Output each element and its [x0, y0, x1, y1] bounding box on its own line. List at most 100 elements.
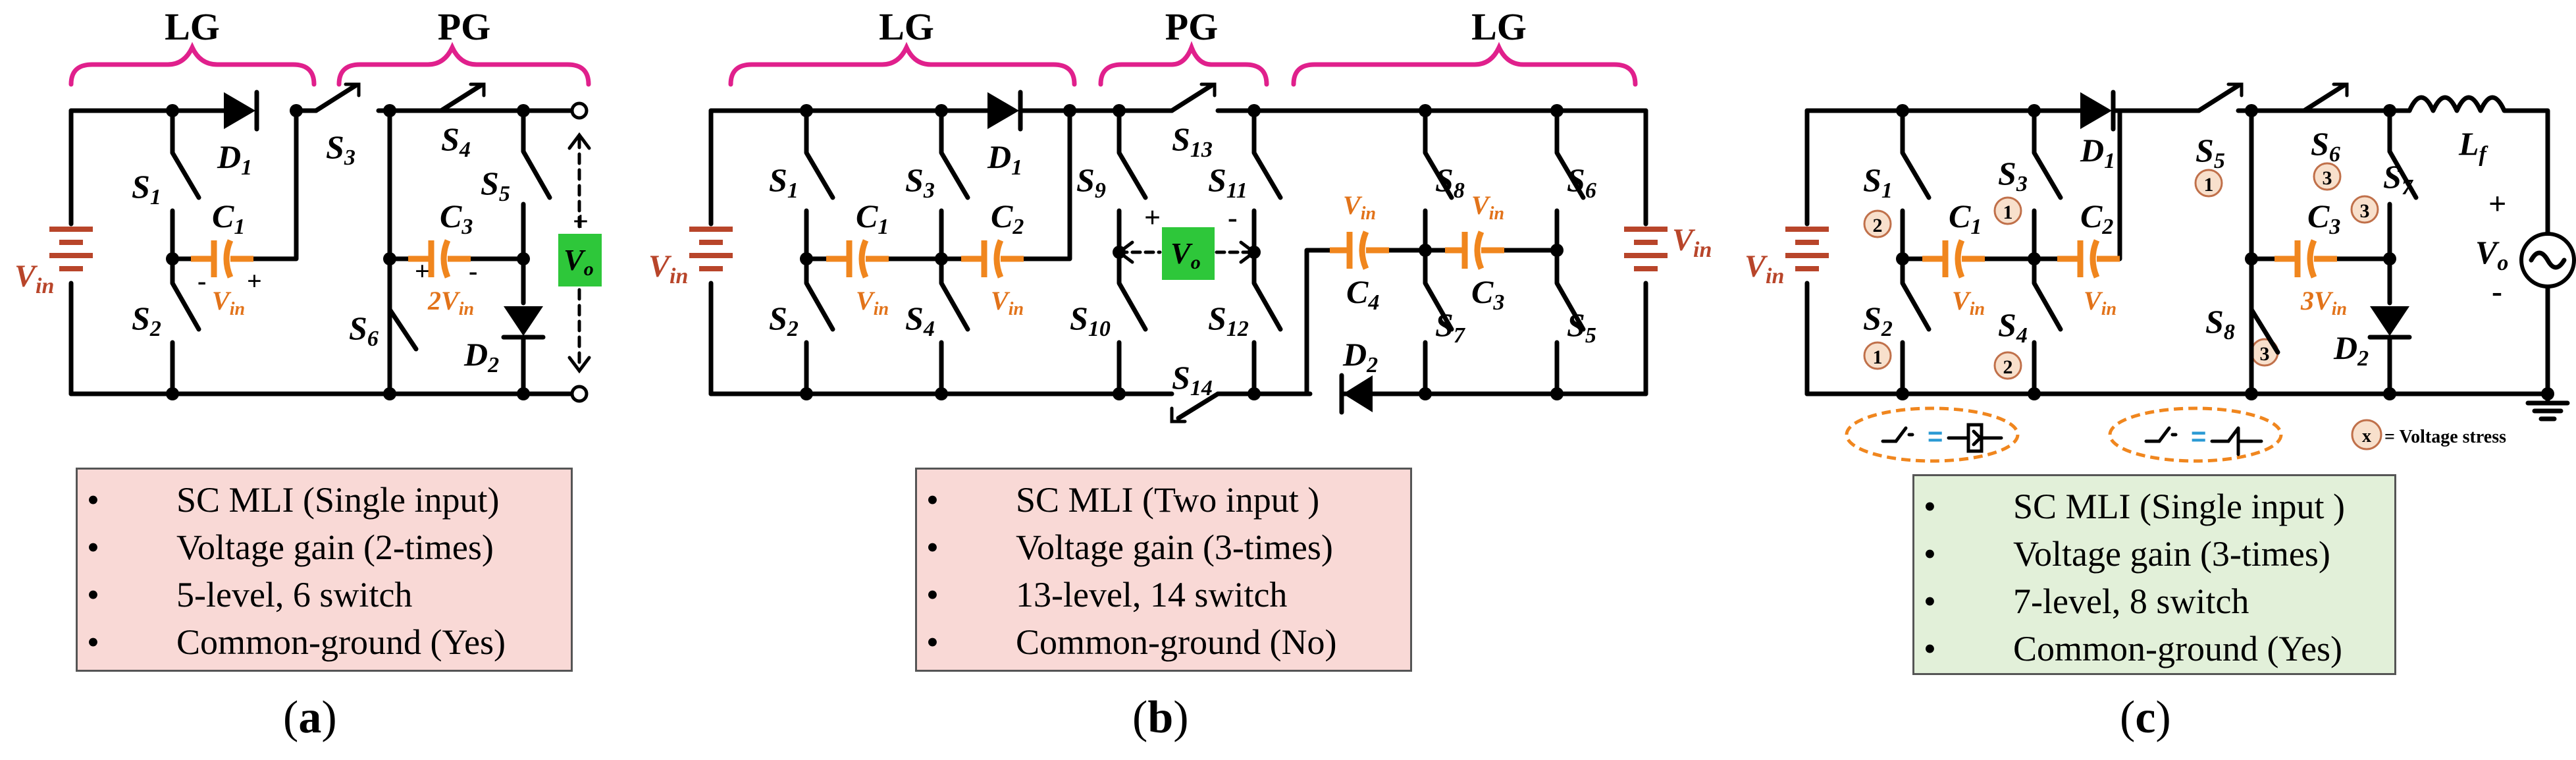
svg-text:-: -: [197, 266, 206, 296]
stress-circles-c: 2 1 1 2 1 3 3 3: [1863, 162, 2379, 380]
lf-label-c: Lf: [2458, 125, 2489, 167]
svg-text:=: =: [2191, 422, 2206, 451]
caption-b: (b): [1132, 692, 1189, 743]
lg-brace-b1: [728, 41, 1077, 87]
switch-legend-2: [2108, 406, 2283, 463]
pg-brace-a: [336, 41, 591, 87]
svg-text:S3: S3: [1998, 155, 2028, 196]
svg-text:D1: D1: [987, 138, 1022, 180]
vo-box-b: [1162, 227, 1215, 280]
features-list-c: SC MLI (Single input ) Voltage gain (3-t…: [1914, 476, 2394, 672]
switch-legend-1: [1845, 406, 2020, 463]
svg-text:=: =: [1928, 422, 1943, 451]
svg-text:C4: C4: [1346, 273, 1379, 315]
svg-text:C2: C2: [991, 198, 1024, 239]
feature-item: Common-ground (Yes): [78, 618, 571, 666]
battery-b-left: [689, 227, 733, 271]
svg-text:S1: S1: [769, 161, 799, 203]
svg-text:1: 1: [1873, 346, 1883, 368]
svg-text:+: +: [247, 266, 262, 296]
battery-c: [1785, 227, 1829, 271]
svg-text:S9: S9: [1076, 161, 1106, 203]
feature-item: 5-level, 6 switch: [78, 571, 571, 618]
svg-text:S11: S11: [1208, 161, 1248, 203]
svg-text:D2: D2: [2333, 329, 2369, 371]
svg-text:S7: S7: [1435, 306, 1466, 348]
panel-b-circuit: LG PG LG Vin Vin S1 S2 S3 S4 C1: [648, 5, 1712, 423]
svg-text:S6: S6: [1567, 161, 1596, 203]
svg-text:C3: C3: [1471, 273, 1504, 315]
svg-text:3: 3: [2360, 200, 2370, 222]
s6-a: [387, 307, 419, 352]
feature-item: Common-ground (No): [917, 618, 1410, 666]
panel-a-circuit: LG PG Vin S1 S2 C1 - + Vin D1: [14, 5, 602, 403]
svg-text:-: -: [1228, 202, 1238, 234]
c3-label-a: C3: [440, 198, 473, 239]
s3-label-a: S3: [326, 128, 355, 170]
vo-label-c: Vo: [2475, 234, 2508, 275]
svg-text:Vin: Vin: [1952, 286, 1985, 319]
svg-text:S4: S4: [905, 300, 935, 341]
feature-item: Voltage gain (2-times): [78, 524, 571, 571]
s2-label-a: S2: [132, 300, 161, 341]
s4-label-a: S4: [441, 121, 471, 162]
svg-text:S5: S5: [1567, 306, 1596, 348]
lg-label-b2: LG: [1471, 5, 1527, 48]
c1-label-a: C1: [212, 198, 245, 239]
feature-item: SC MLI (Two input ): [917, 476, 1410, 524]
svg-text:S5: S5: [2195, 132, 2225, 173]
lg-brace-a: [68, 41, 317, 87]
lg-brace-b2: [1291, 41, 1638, 87]
pg-brace-b: [1098, 41, 1269, 87]
svg-text:+: +: [1144, 202, 1161, 234]
d1-a: [224, 90, 259, 132]
stress-legend-text: = Voltage stress: [2384, 427, 2506, 447]
svg-text:S12: S12: [1208, 300, 1249, 341]
svg-text:Vin: Vin: [2084, 286, 2116, 319]
svg-text:S13: S13: [1172, 121, 1213, 162]
features-list-b: SC MLI (Two input ) Voltage gain (3-time…: [917, 470, 1410, 666]
vo-box-a: [558, 234, 602, 286]
lg-label-a: LG: [165, 5, 220, 48]
feature-item: 7-level, 8 switch: [1914, 578, 2394, 625]
inductor-c: [2407, 95, 2511, 113]
feature-item: Common-ground (Yes): [1914, 625, 2394, 672]
battery-b-right: [1624, 227, 1668, 271]
svg-text:3: 3: [2260, 343, 2270, 365]
vin-label-b-right: Vin: [1672, 223, 1712, 262]
svg-text:S8: S8: [1435, 161, 1465, 203]
feature-item: SC MLI (Single input): [78, 476, 571, 524]
svg-text:+: +: [415, 256, 430, 286]
svg-text:+: +: [2488, 186, 2506, 221]
svg-text:Vo: Vo: [1170, 236, 1201, 273]
svg-text:S7: S7: [2383, 158, 2414, 200]
svg-text:S14: S14: [1172, 359, 1213, 400]
svg-text:D1: D1: [2080, 132, 2115, 173]
s1-a-wire: [170, 108, 201, 396]
svg-text:S10: S10: [1070, 300, 1111, 341]
c1-v-a: Vin: [212, 286, 245, 319]
feature-item: 13-level, 14 switch: [917, 571, 1410, 618]
svg-text:1: 1: [2204, 174, 2214, 196]
svg-text:Vin: Vin: [856, 286, 889, 319]
svg-text:S3: S3: [905, 161, 935, 203]
c3-v-c: 3Vin: [2300, 286, 2347, 319]
battery-a: [49, 227, 93, 271]
s4-a: [438, 83, 483, 113]
vo-label-a: Vo: [564, 243, 594, 280]
s5-label-a: S5: [481, 165, 510, 206]
svg-text:C3: C3: [2307, 198, 2340, 239]
pg-label-a: PG: [438, 5, 491, 48]
svg-text:C2: C2: [2080, 198, 2113, 239]
svg-text:S4: S4: [1998, 306, 2028, 348]
features-box-c: SC MLI (Single input ) Voltage gain (3-t…: [1912, 474, 2396, 675]
svg-text:3: 3: [2323, 167, 2332, 189]
features-box-b: SC MLI (Two input ) Voltage gain (3-time…: [915, 468, 1412, 672]
feature-item: Voltage gain (3-times): [917, 524, 1410, 571]
svg-text:S1: S1: [1863, 161, 1893, 203]
d2-label-a: D2: [463, 336, 499, 377]
stress-legend-circle: [2351, 419, 2382, 450]
svg-text:S6: S6: [2311, 125, 2340, 167]
svg-text:C1: C1: [856, 198, 889, 239]
